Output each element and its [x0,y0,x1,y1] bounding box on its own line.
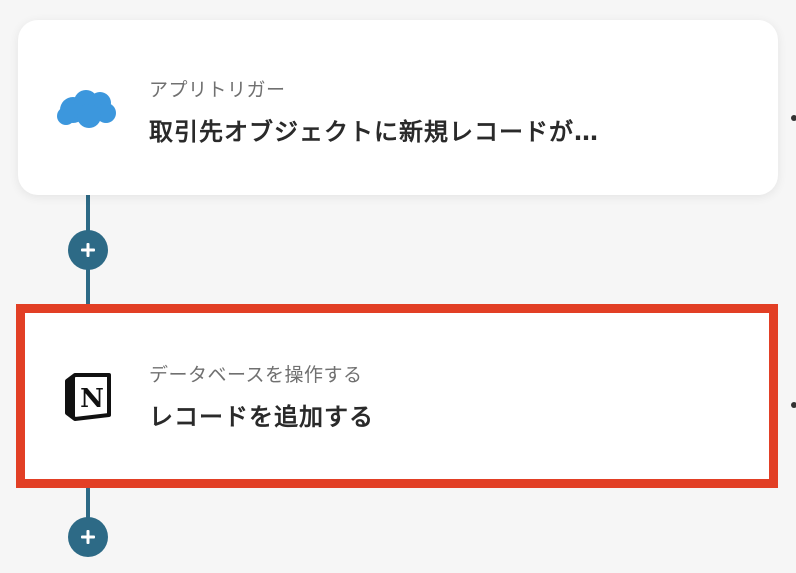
trigger-step-title: 取引先オブジェクトに新規レコードが… [149,118,599,146]
add-step-button-bottom[interactable] [68,517,108,557]
add-step-button[interactable] [68,230,108,270]
action-step-subtitle: データベースを操作する [149,364,363,386]
card-connection-dot [791,402,796,408]
svg-text:N: N [80,384,104,414]
action-step-card[interactable]: N データベースを操作する レコードを追加する [16,304,778,488]
trigger-step-card[interactable]: アプリトリガー 取引先オブジェクトに新規レコードが… [18,20,778,195]
action-step-title: レコードを追加する [149,403,374,431]
notion-logo-icon: N [63,371,115,423]
salesforce-cloud-icon [56,86,118,130]
card-connection-dot [791,115,796,121]
plus-icon [81,530,95,544]
trigger-step-subtitle: アプリトリガー [149,79,286,101]
flow-connector-line [86,484,90,524]
plus-icon [81,243,95,257]
